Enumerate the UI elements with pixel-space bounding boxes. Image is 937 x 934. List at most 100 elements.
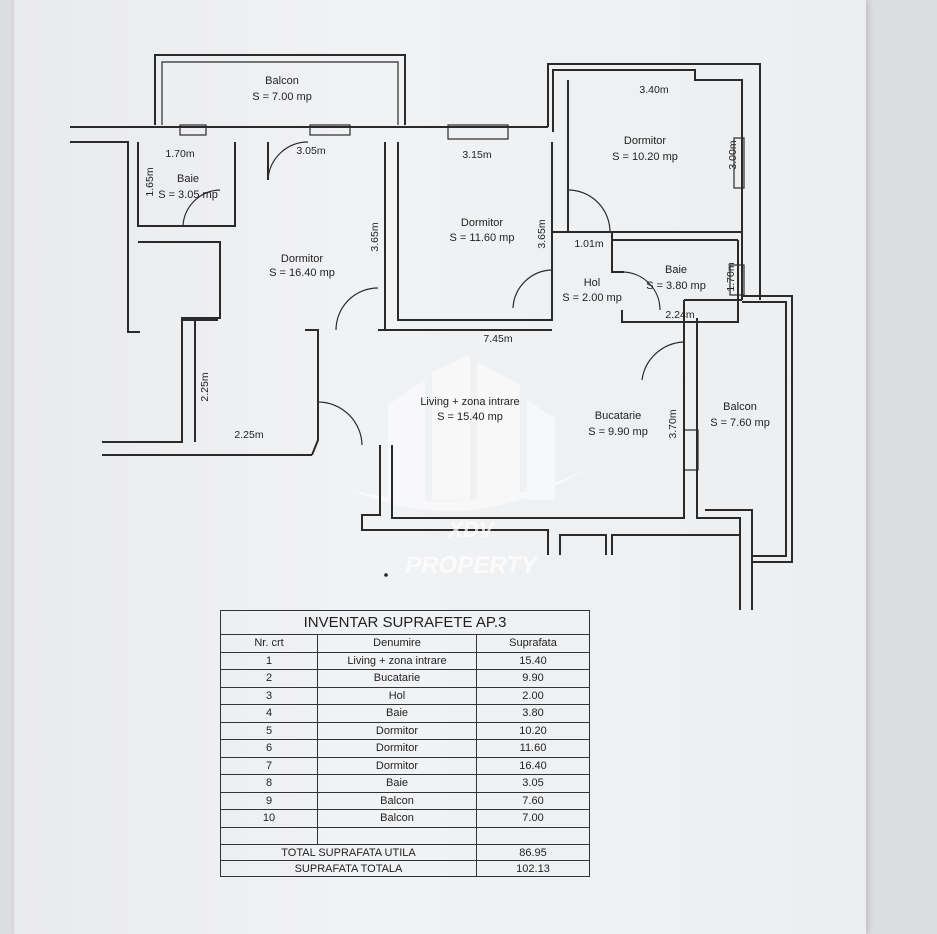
row-number: 5 — [220, 721, 318, 740]
row-area: 11.60 — [476, 739, 590, 758]
dim-1-65: 1.65m — [144, 167, 156, 196]
row-name: Baie — [317, 774, 477, 793]
living-area: S = 15.40 mp — [437, 411, 503, 423]
total-area-row: SUPRAFATA TOTALA 102.13 — [220, 860, 590, 877]
kitchen-area: S = 9.90 mp — [588, 426, 648, 438]
dim-3-00: 3.00m — [727, 140, 739, 169]
bedroom-right-name: Dormitor — [624, 135, 667, 147]
dim-3-05: 3.05m — [296, 145, 325, 157]
dim-3-15: 3.15m — [462, 149, 491, 161]
row-name: Dormitor — [317, 756, 477, 775]
empty-cell — [476, 826, 590, 845]
row-area: 7.00 — [476, 809, 590, 828]
row-number: 8 — [220, 774, 318, 793]
row-number: 9 — [220, 791, 318, 810]
interior-walls — [137, 80, 742, 456]
total-useful-row: TOTAL SUPRAFATA UTILA 86.95 — [220, 844, 590, 861]
hallway-name: Hol — [584, 277, 601, 289]
row-name: Dormitor — [317, 739, 477, 758]
row-area: 16.40 — [476, 756, 590, 775]
living-name: Living + zona intrare — [420, 396, 519, 408]
empty-row — [220, 826, 590, 845]
row-name: Bucatarie — [317, 669, 477, 688]
row-name: Living + zona intrare — [317, 651, 477, 670]
outer-walls — [70, 63, 793, 610]
dim-2-25-horizontal: 2.25m — [234, 429, 263, 441]
door-swings — [182, 141, 685, 446]
header-nr: Nr. crt — [220, 634, 318, 653]
balcony-top-area: S = 7.00 mp — [252, 91, 312, 103]
dim-1-01: 1.01m — [574, 238, 603, 250]
bathroom-left-name: Baie — [177, 173, 199, 185]
row-number: 3 — [220, 686, 318, 705]
row-name: Balcon — [317, 809, 477, 828]
row-name: Baie — [317, 704, 477, 723]
row-area: 9.90 — [476, 669, 590, 688]
row-name: Hol — [317, 686, 477, 705]
bathroom-right-area: S = 3.80 mp — [646, 280, 706, 292]
row-number: 2 — [220, 669, 318, 688]
watermark-logo — [350, 355, 585, 511]
inventory-title: INVENTAR SUPRAFETE AP.3 — [220, 610, 590, 634]
total-useful-value: 86.95 — [476, 844, 590, 861]
windows — [179, 124, 745, 471]
row-area: 10.20 — [476, 721, 590, 740]
bedroom-middle-name: Dormitor — [461, 217, 504, 229]
watermark-tagline: PROPERTY — [405, 552, 539, 579]
dim-3-65-right: 3.65m — [536, 219, 548, 248]
empty-cell — [220, 826, 318, 845]
bathroom-right-name: Baie — [665, 264, 687, 276]
dim-1-70-right: 1.70m — [725, 262, 737, 291]
dim-7-45: 7.45m — [483, 333, 512, 345]
kitchen-name: Bucatarie — [595, 410, 641, 422]
dim-3-70: 3.70m — [667, 409, 679, 438]
dim-3-40: 3.40m — [639, 84, 668, 96]
total-useful-label: TOTAL SUPRAFATA UTILA — [220, 844, 477, 861]
row-name: Balcon — [317, 791, 477, 810]
row-area: 2.00 — [476, 686, 590, 705]
bedroom-right-area: S = 10.20 mp — [612, 151, 678, 163]
row-number: 7 — [220, 756, 318, 775]
inventory-table: INVENTAR SUPRAFETE AP.3 Nr. crt Denumire… — [220, 610, 590, 877]
total-area-label: SUPRAFATA TOTALA — [220, 860, 477, 877]
balcony-right-area: S = 7.60 mp — [710, 417, 770, 429]
empty-cell — [317, 826, 477, 845]
balcony-right-name: Balcon — [723, 401, 757, 413]
ink-dot — [384, 573, 388, 577]
bathroom-left-area: S = 3.05 mp — [158, 189, 218, 201]
dim-2-25-vertical: 2.25m — [199, 372, 211, 401]
dim-3-65-left: 3.65m — [369, 222, 381, 251]
dim-1-70-top: 1.70m — [165, 148, 194, 160]
row-number: 6 — [220, 739, 318, 758]
row-number: 4 — [220, 704, 318, 723]
row-area: 7.60 — [476, 791, 590, 810]
row-area: 15.40 — [476, 651, 590, 670]
total-area-value: 102.13 — [476, 860, 590, 877]
row-area: 3.80 — [476, 704, 590, 723]
watermark-brand: XDV — [446, 517, 496, 542]
header-suprafata: Suprafata — [476, 634, 590, 653]
inventory-header-row: Nr. crt Denumire Suprafata — [220, 634, 590, 653]
hallway-area: S = 2.00 mp — [562, 292, 622, 304]
bedroom-middle-area: S = 11.60 mp — [450, 232, 515, 244]
dim-2-24: 2.24m — [665, 309, 694, 321]
balcony-top — [154, 54, 406, 125]
row-area: 3.05 — [476, 774, 590, 793]
row-number: 1 — [220, 651, 318, 670]
bedroom-left-area: S = 16.40 mp — [269, 267, 335, 279]
header-denumire: Denumire — [317, 634, 477, 653]
row-name: Dormitor — [317, 721, 477, 740]
row-number: 10 — [220, 809, 318, 828]
bedroom-left-name: Dormitor — [281, 253, 324, 265]
